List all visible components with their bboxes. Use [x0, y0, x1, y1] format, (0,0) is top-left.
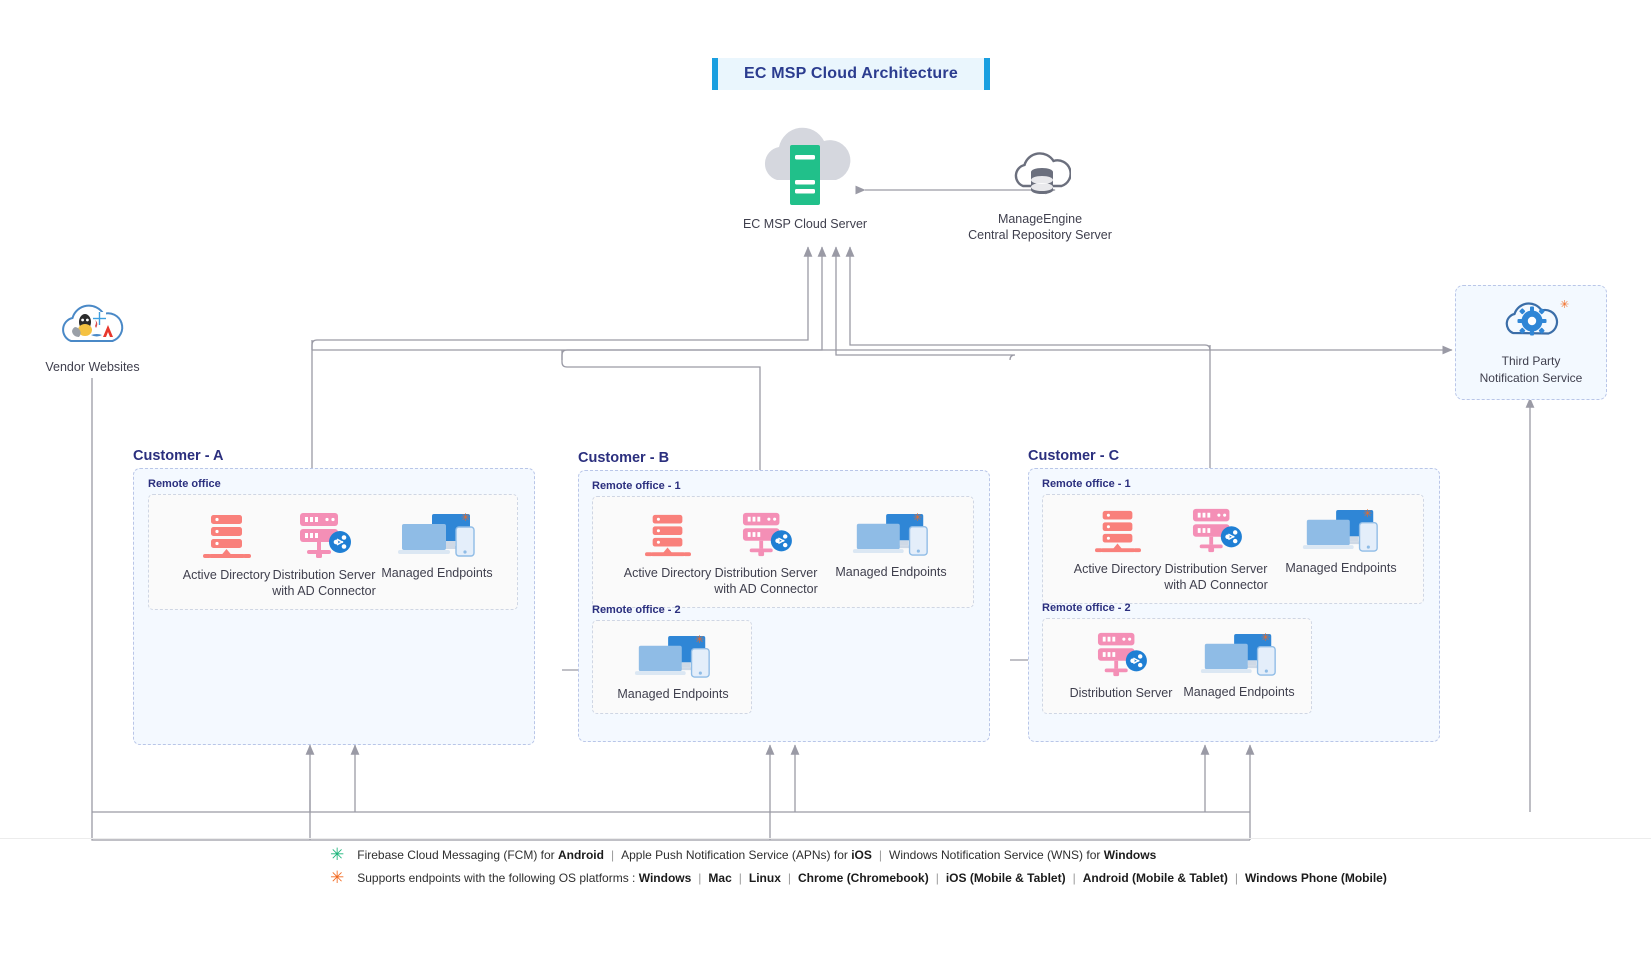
distribution-server-icon [300, 513, 351, 558]
repository-cloud-db-icon [1014, 152, 1071, 194]
node-label: Distribution Server [1164, 562, 1268, 576]
legend-row-notification: ✳ Firebase Cloud Messaging (FCM) for And… [330, 845, 1157, 864]
node-managed-endpoints[interactable]: ✳ Managed Endpoints [1179, 631, 1299, 701]
node-active-directory[interactable]: Active Directory [1065, 509, 1170, 578]
endpoint-asterisk-badge: ✳ [1363, 508, 1373, 520]
node-distribution-server[interactable]: Distribution Server with AD Connector [1151, 507, 1281, 593]
apple-logo [71, 327, 81, 338]
managed-endpoints-icon [1200, 633, 1276, 676]
office-box: Distribution Server ✳ Managed Endpoints [1042, 618, 1312, 714]
central-repository-node[interactable]: ManageEngine Central Repository Server [968, 150, 1112, 243]
node-label: Managed Endpoints [1183, 685, 1295, 699]
node-distribution-server[interactable]: Distribution Server with AD Connector [259, 511, 389, 599]
third-party-label-line1: Third Party [1501, 353, 1561, 368]
page-title: EC MSP Cloud Architecture [712, 58, 990, 90]
legend-divider [0, 838, 1651, 839]
legend-row-1-text: Firebase Cloud Messaging (FCM) for Andro… [357, 848, 1157, 862]
customer-b-office-1: Remote office - 1 Active Directory [592, 480, 974, 608]
distribution-server-icon [742, 512, 792, 557]
endpoint-asterisk-badge: ✳ [695, 634, 705, 646]
endpoint-asterisk-badge: ✳ [913, 512, 923, 524]
office-box: Active Directory [148, 494, 518, 610]
office-label: Remote office - 2 [1042, 602, 1131, 614]
title-accent-left [712, 58, 718, 90]
office-box: ✳ Managed Endpoints [592, 620, 752, 714]
title-accent-right [983, 58, 990, 90]
node-label-2: with AD Connector [714, 581, 818, 596]
office-label: Remote office - 1 [592, 480, 681, 492]
customer-c-office-2: Remote office - 2 [1042, 602, 1312, 714]
node-managed-endpoints[interactable]: ✳ Managed Endpoints [377, 511, 497, 582]
legend: ✳ Firebase Cloud Messaging (FCM) for And… [0, 838, 1651, 887]
java-logo [94, 320, 97, 328]
office-box: Active Directory [592, 496, 974, 608]
node-label-2: with AD Connector [1164, 577, 1268, 592]
active-directory-icon [202, 515, 251, 558]
office-label: Remote office [148, 478, 221, 490]
node-label: Managed Endpoints [1285, 561, 1397, 575]
managed-endpoints-icon [1302, 509, 1378, 552]
node-distribution-server[interactable]: Distribution Server [1061, 631, 1181, 702]
title-text: EC MSP Cloud Architecture [744, 65, 958, 82]
node-label-2: with AD Connector [272, 583, 376, 598]
node-label: Managed Endpoints [835, 565, 947, 579]
node-active-directory[interactable]: Active Directory [174, 513, 279, 584]
active-directory-icon [1094, 510, 1141, 553]
distribution-server-icon [1192, 508, 1242, 553]
managed-endpoints-icon [398, 514, 475, 557]
cloud-gear-icon [1505, 302, 1559, 336]
customer-c-office-1: Remote office - 1 Active Directory [1042, 478, 1424, 604]
third-party-notification-box[interactable]: ✳ Third Party Notification Service [1455, 285, 1607, 400]
endpoint-asterisk-badge: ✳ [1560, 299, 1570, 311]
customer-b-office-2: Remote office - 2 ✳ Managed Endpoints [592, 604, 752, 714]
office-box: Active Directory [1042, 494, 1424, 604]
node-managed-endpoints[interactable]: ✳ Managed Endpoints [613, 633, 733, 703]
managed-endpoints-icon [852, 513, 928, 556]
legend-row-platforms: ✳ Supports endpoints with the following … [330, 868, 1387, 887]
ec-msp-cloud-server-node[interactable]: EC MSP Cloud Server [742, 125, 868, 233]
repository-label-line2: Central Repository Server [968, 227, 1112, 242]
node-label: Active Directory [1073, 562, 1162, 576]
node-label: Managed Endpoints [381, 566, 493, 580]
vendor-websites-node[interactable]: Vendor Websites [35, 295, 150, 376]
node-label: Managed Endpoints [617, 687, 729, 701]
legend-row-2-text: Supports endpoints with the following OS… [357, 871, 1387, 885]
node-managed-endpoints[interactable]: ✳ Managed Endpoints [831, 511, 951, 581]
adobe-logo [102, 325, 113, 337]
cloud-server-icon [764, 127, 851, 205]
cloud-server-label: EC MSP Cloud Server [742, 217, 868, 231]
endpoint-asterisk-badge: ✳ [461, 512, 471, 524]
customer-a-title: Customer - A [133, 448, 224, 464]
node-label: Distribution Server [714, 566, 818, 580]
title-box: EC MSP Cloud Architecture [718, 58, 984, 90]
node-managed-endpoints[interactable]: ✳ Managed Endpoints [1281, 507, 1401, 577]
third-party-label-line2: Notification Service [1479, 371, 1583, 385]
repository-label-line1: ManageEngine [997, 212, 1083, 226]
customer-a-office-1: Remote office Active Directory [148, 478, 518, 610]
node-label: Active Directory [623, 566, 712, 580]
node-label: Distribution Server [272, 568, 376, 582]
office-label: Remote office - 1 [1042, 478, 1131, 490]
distribution-server-icon [1097, 632, 1147, 677]
vendor-websites-label: Vendor Websites [45, 360, 140, 374]
managed-endpoints-icon [634, 635, 710, 678]
customer-b-title: Customer - B [578, 450, 670, 466]
node-label: Distribution Server [1069, 686, 1173, 700]
office-label: Remote office - 2 [592, 604, 681, 616]
node-label: Active Directory [182, 568, 271, 582]
vendor-websites-cloud-icon [61, 304, 123, 342]
endpoint-asterisk-badge: ✳ [1261, 632, 1271, 644]
customer-c-title: Customer - C [1028, 448, 1120, 464]
node-distribution-server[interactable]: Distribution Server with AD Connector [701, 511, 831, 597]
node-active-directory[interactable]: Active Directory [615, 513, 720, 582]
active-directory-icon [644, 514, 691, 557]
